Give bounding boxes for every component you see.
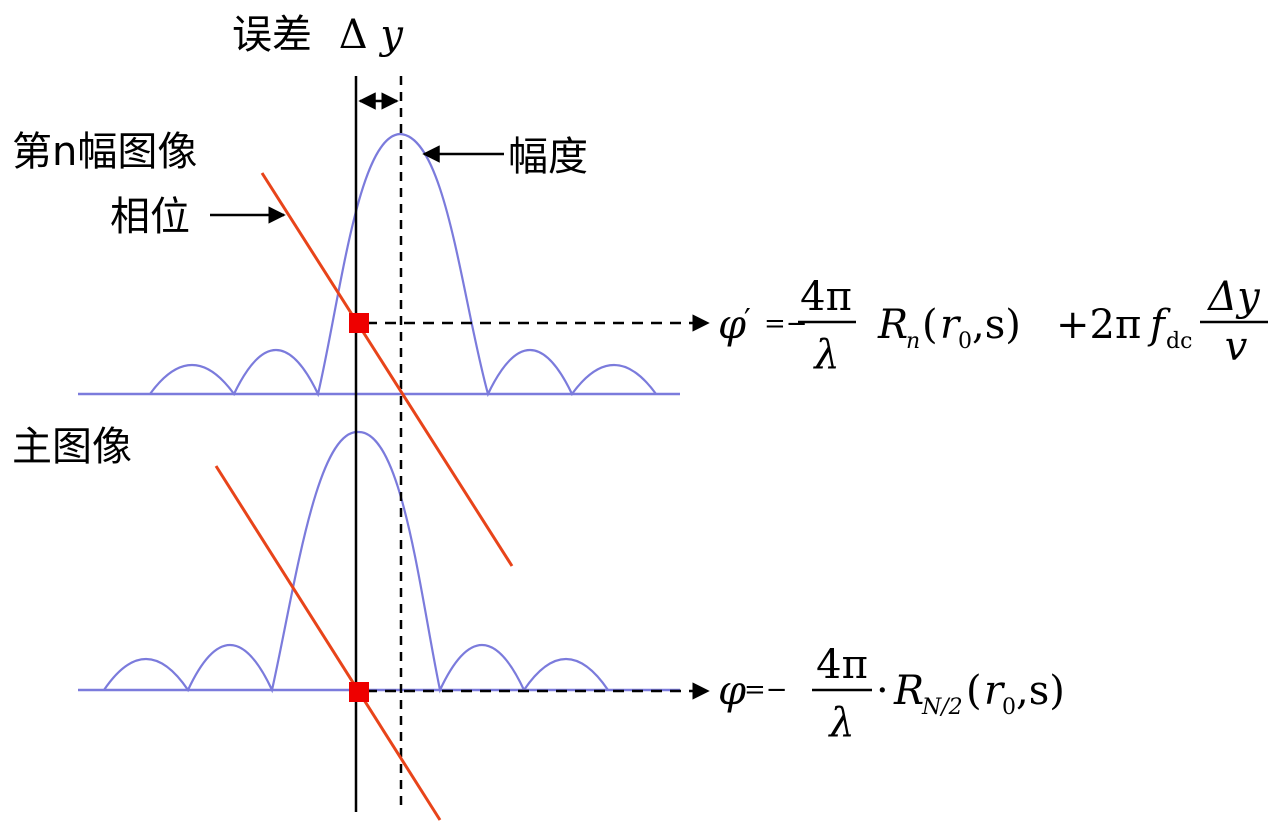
formula-bottom-phi: φ (718, 668, 746, 714)
nth-image-label: 第n幅图像 (12, 129, 197, 175)
formula-top-phi: φ (718, 302, 746, 348)
formula-top-den1: λ (812, 332, 839, 378)
formula-top-num1: 4π (800, 274, 852, 320)
error-title: 误差 Δ y (232, 12, 404, 58)
formula-top-R: R (877, 302, 908, 348)
formula-top-R-sub: n (906, 329, 920, 354)
formula-top-num2: Δy (1206, 274, 1261, 320)
main-image-label: 主图像 (12, 424, 132, 470)
formula-bottom-R: R (893, 668, 924, 714)
formula-top-prime: ′ (744, 303, 751, 338)
top-marker (349, 313, 369, 333)
formula-bottom-den1: λ (827, 700, 854, 746)
formula-top-eq: =− (764, 309, 808, 339)
formula-top-plus: +2π (1056, 302, 1141, 348)
error-var: y (378, 12, 404, 58)
formula-bottom-r-sub: 0 (1002, 695, 1016, 720)
formula-top-r-sub: 0 (958, 329, 972, 354)
amplitude-label: 幅度 (508, 134, 588, 180)
formula-top-f-sub: dc (1166, 329, 1192, 354)
bottom-amplitude-curve (103, 430, 609, 694)
top-phase-line (260, 172, 514, 567)
formula-bottom-num1: 4π (816, 642, 868, 688)
formula-bottom: φ =− 4π λ · R N/2 ( r 0 ,s) (718, 642, 1065, 746)
formula-top-den2: v (1225, 324, 1248, 370)
formula-top-open: ( (922, 302, 938, 348)
top-amplitude-curve (149, 132, 657, 398)
bottom-marker (349, 682, 369, 702)
formula-bottom-dot: · (876, 668, 889, 714)
formula-top-r: r (940, 302, 962, 348)
formula-top: φ ′ =− 4π λ R n ( r 0 ,s) +2π f dc Δy v (718, 274, 1268, 378)
formula-bottom-r: r (984, 668, 1006, 714)
phase-label: 相位 (110, 194, 190, 240)
formula-bottom-open: ( (966, 668, 982, 714)
bottom-phase-line (214, 465, 442, 821)
formula-bottom-R-sub: N/2 (921, 695, 963, 720)
error-symbol: Δ (339, 12, 368, 58)
formula-bottom-rest: ,s) (1016, 668, 1065, 714)
formula-top-rest: ,s) (972, 302, 1021, 348)
error-prefix: 误差 (232, 12, 312, 58)
formula-bottom-eq: =− (744, 675, 788, 705)
